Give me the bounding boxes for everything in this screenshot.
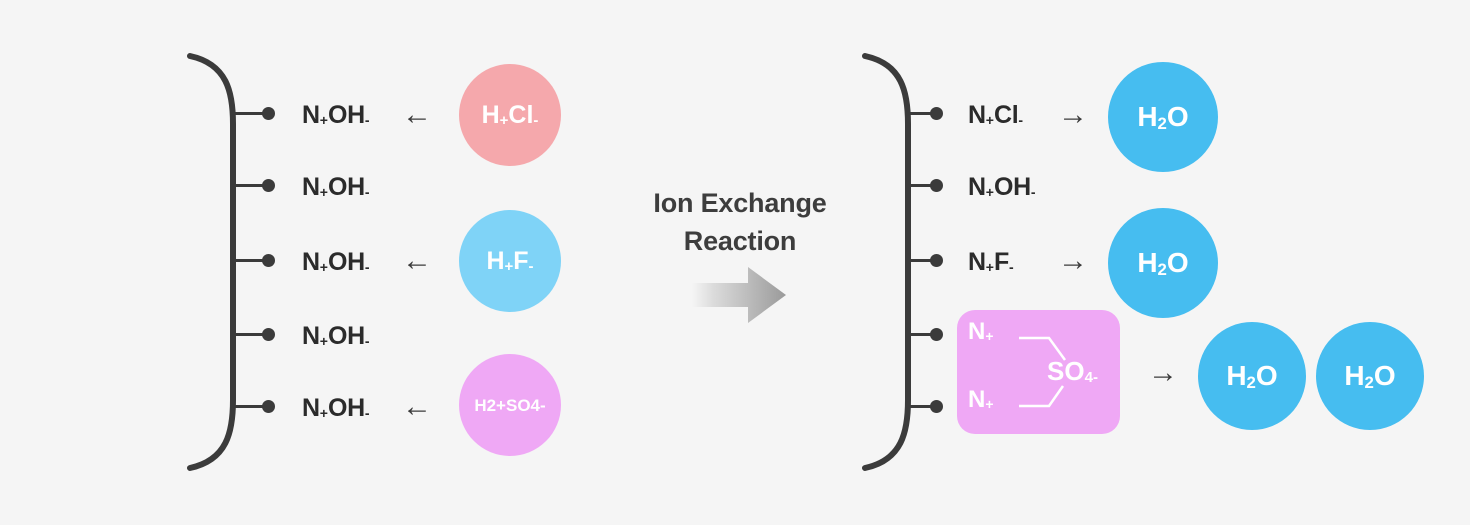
resin-bracket-right — [860, 52, 950, 472]
cation-symbol: N — [302, 394, 320, 422]
site-dot — [262, 400, 275, 413]
left-site-label-1: N+OH- — [302, 103, 370, 128]
cation-charge: + — [319, 258, 328, 275]
left-arrow-3: ← — [402, 390, 432, 423]
anion-symbol: OH — [327, 173, 365, 201]
cation-symbol: N — [968, 173, 986, 201]
resin-bracket-left — [185, 52, 275, 472]
site-dot — [262, 254, 275, 267]
right-arrow-2: → — [1058, 244, 1088, 277]
process-arrow — [690, 265, 790, 330]
cation-charge: + — [985, 183, 994, 200]
hydrofluoric-acid-label: H+F- — [486, 246, 534, 275]
hydrochloric-acid-bubble: H+Cl- — [459, 64, 561, 166]
site-dot — [262, 179, 275, 192]
cation-charge: + — [319, 332, 328, 349]
tie-line — [908, 112, 940, 115]
water-bubble-3: H2O — [1198, 322, 1306, 430]
cation-symbol: N — [302, 248, 320, 276]
site-dot — [930, 328, 943, 341]
cation-symbol: N — [968, 248, 986, 276]
anion-symbol: OH — [327, 394, 365, 422]
tie-line — [233, 333, 265, 336]
right-site-label-1: N+Cl- — [968, 103, 1023, 128]
water-label: H2O — [1137, 247, 1189, 279]
anion-symbol: OH — [327, 101, 365, 129]
anion-symbol: Cl — [993, 101, 1019, 129]
site-dot — [930, 107, 943, 120]
sulfate-cation-bottom: N+ — [968, 386, 994, 413]
process-caption: Ion Exchange Reaction — [600, 184, 880, 261]
water-label: H2O — [1226, 360, 1278, 392]
anion-symbol: OH — [327, 248, 365, 276]
water-bubble-2: H2O — [1108, 208, 1218, 318]
left-site-label-5: N+OH- — [302, 396, 370, 421]
anion-charge: - — [364, 404, 370, 421]
site-dot — [262, 107, 275, 120]
anion-symbol: OH — [993, 173, 1031, 201]
tie-line — [233, 259, 265, 262]
anion-charge: - — [364, 111, 370, 128]
cation-charge: + — [985, 258, 994, 275]
tie-line — [908, 333, 940, 336]
cation-charge: + — [985, 111, 994, 128]
right-site-label-3: N+F- — [968, 250, 1014, 275]
caption-line-1: Ion Exchange — [653, 188, 827, 218]
hydrochloric-acid-label: H+Cl- — [481, 100, 539, 129]
cation-symbol: N — [968, 101, 986, 129]
sulfate-anion: SO4- — [1047, 356, 1098, 387]
left-site-label-2: N+OH- — [302, 175, 370, 200]
water-label: H2O — [1137, 101, 1189, 133]
cation-charge: + — [319, 183, 328, 200]
left-site-label-4: N+OH- — [302, 324, 370, 349]
anion-symbol: F — [993, 248, 1009, 276]
hydrofluoric-acid-bubble: H+F- — [459, 210, 561, 312]
left-arrow-2: ← — [402, 244, 432, 277]
water-bubble-1: H2O — [1108, 62, 1218, 172]
site-dot — [930, 400, 943, 413]
site-dot — [930, 179, 943, 192]
anion-symbol: OH — [327, 322, 365, 350]
anion-charge: - — [364, 332, 370, 349]
caption-line-2: Reaction — [683, 226, 797, 257]
cation-symbol: N — [302, 322, 320, 350]
left-site-label-3: N+OH- — [302, 250, 370, 275]
water-label: H2O — [1344, 360, 1396, 392]
anion-charge: - — [1008, 258, 1014, 275]
sulfuric-acid-label: H2+SO4- — [474, 395, 546, 415]
tie-line — [908, 184, 940, 187]
right-arrow-1: → — [1058, 98, 1088, 131]
water-bubble-4: H2O — [1316, 322, 1424, 430]
left-arrow-1: ← — [402, 98, 432, 131]
right-site-label-2: N+OH- — [968, 175, 1036, 200]
sulfuric-acid-bubble: H2+SO4- — [459, 354, 561, 456]
tie-line — [233, 405, 265, 408]
tie-line — [233, 112, 265, 115]
cation-charge: + — [319, 404, 328, 421]
sulfate-complex — [957, 310, 1120, 434]
anion-charge: - — [1030, 183, 1036, 200]
cation-symbol: N — [302, 101, 320, 129]
cation-charge: + — [319, 111, 328, 128]
anion-charge: - — [364, 258, 370, 275]
site-dot — [262, 328, 275, 341]
anion-charge: - — [364, 183, 370, 200]
anion-charge: - — [1018, 111, 1024, 128]
site-dot — [930, 254, 943, 267]
tie-line — [233, 184, 265, 187]
sulfate-cation-top: N+ — [968, 318, 994, 345]
tie-line — [908, 405, 940, 408]
right-arrow-3: → — [1148, 356, 1178, 389]
tie-line — [908, 259, 940, 262]
cation-symbol: N — [302, 173, 320, 201]
